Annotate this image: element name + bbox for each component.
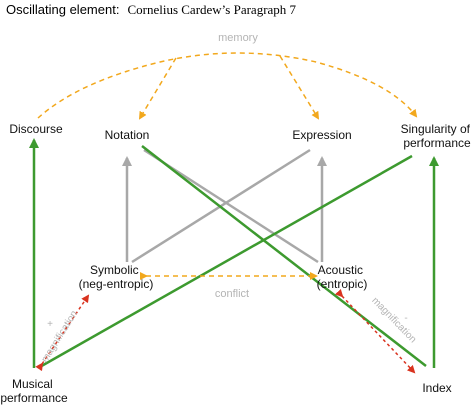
node-acoustic: Acoustic (entropic) [317, 263, 368, 291]
memory-arrow-to-expression [279, 55, 320, 120]
node-singularity: Singularity of performance [401, 122, 474, 150]
node-singularity-line1: Singularity of [401, 122, 471, 136]
magnification-left-arrow [35, 294, 90, 372]
node-discourse-line1: Discourse [9, 122, 63, 136]
memory-arc [37, 52, 418, 119]
node-expression: Expression [292, 128, 351, 142]
node-musical-performance-line1: Musical [12, 377, 53, 391]
node-notation-line1: Notation [105, 128, 150, 142]
node-symbolic: Symbolic (neg-entropic) [79, 263, 154, 291]
node-symbolic-line1: Symbolic [90, 263, 139, 277]
memory-arrow-to-notation [138, 57, 177, 120]
node-discourse: Discourse [9, 122, 63, 136]
node-index-line1: Index [422, 381, 451, 395]
node-musical-performance-line2: performance [0, 391, 68, 405]
magnification-right-label: magnification [369, 295, 418, 345]
notation-to-index-link [141, 145, 427, 367]
title-work: Cornelius Cardew’s Paragraph 7 [127, 2, 296, 17]
node-expression-line1: Expression [292, 128, 351, 142]
title-prefix: Oscillating element: [6, 2, 119, 17]
conflict-label: conflict [215, 288, 249, 300]
memory-label: memory [218, 32, 258, 44]
title: Oscillating element: Cornelius Cardew’s … [6, 1, 297, 18]
node-acoustic-line2: (entropic) [317, 277, 368, 291]
node-musical-performance: Musical performance [0, 377, 68, 405]
musical-performance-to-singularity-link [37, 154, 413, 370]
node-acoustic-line1: Acoustic [318, 263, 363, 277]
node-singularity-line2: performance [403, 136, 471, 150]
node-notation: Notation [105, 128, 150, 142]
magnification-left-sign: + [47, 319, 53, 330]
node-index: Index [422, 381, 451, 395]
magnification-right-sign: - [404, 313, 407, 324]
node-symbolic-line2: (neg-entropic) [79, 277, 154, 291]
